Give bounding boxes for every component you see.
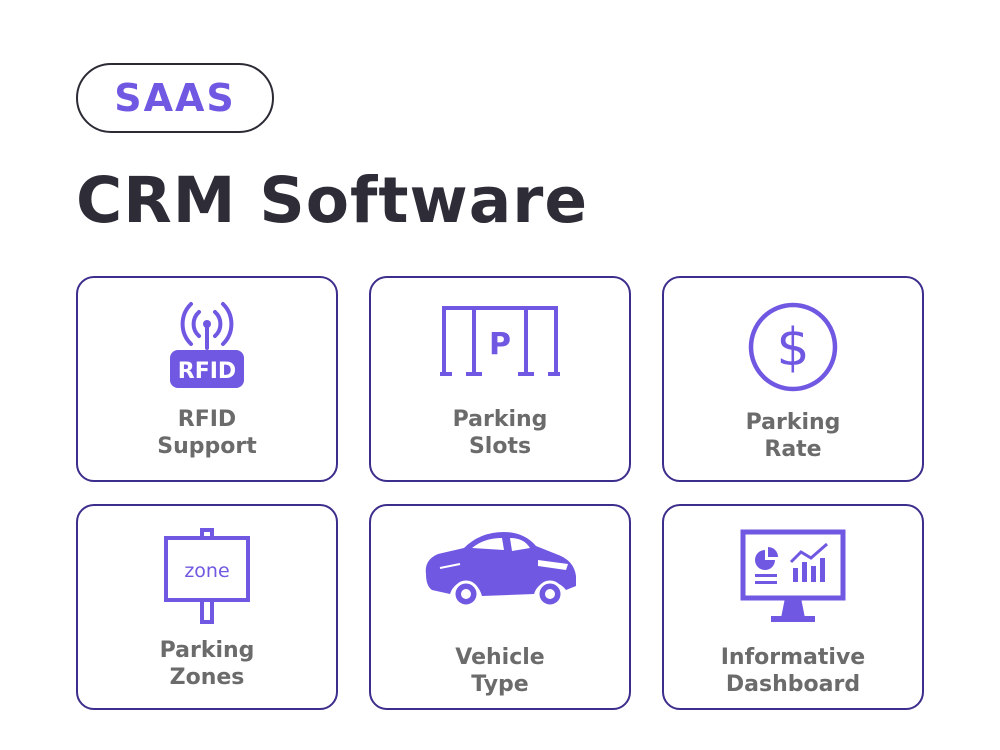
card-label-line2: Support [157, 434, 257, 459]
card-label-line1: Parking [159, 638, 255, 663]
card-label: Parking Zones [78, 637, 336, 691]
feature-card-vehicle-type: Vehicle Type [369, 504, 631, 710]
feature-card-rfid: RFID RFID Support [76, 276, 338, 482]
card-label: RFID Support [78, 406, 336, 460]
car-icon [371, 524, 629, 608]
card-label-line2: Slots [468, 434, 532, 459]
card-label: Parking Rate [664, 409, 922, 463]
dollar-icon: $ [664, 300, 922, 394]
dollar-sign: $ [776, 318, 809, 378]
card-label-line1: Parking [452, 407, 548, 432]
zone-text: zone [184, 560, 229, 582]
card-label: Parking Slots [371, 406, 629, 460]
feature-card-informative-dashboard: Informative Dashboard [662, 504, 924, 710]
feature-card-parking-zones: zone Parking Zones [76, 504, 338, 710]
feature-card-parking-slots: P Parking Slots [369, 276, 631, 482]
feature-card-parking-rate: $ Parking Rate [662, 276, 924, 482]
card-label-line2: Zones [169, 665, 245, 690]
card-label: Vehicle Type [371, 644, 629, 698]
rfid-icon: RFID [78, 300, 336, 392]
card-label-line1: Informative [720, 645, 866, 670]
card-label-line2: Type [471, 672, 529, 697]
rfid-icon-text: RFID [178, 359, 236, 384]
card-label-line1: RFID [177, 407, 237, 432]
card-label-line2: Dashboard [725, 672, 861, 697]
parking-slots-icon: P [371, 304, 629, 378]
dashboard-monitor-icon [664, 528, 922, 628]
card-label-line1: Vehicle [455, 645, 545, 670]
card-label-line2: Rate [764, 437, 822, 462]
parking-p-letter: P [489, 327, 511, 362]
card-label-line1: Parking [745, 410, 841, 435]
card-label: Informative Dashboard [664, 644, 922, 698]
badge-label: SAAS [114, 76, 236, 120]
zone-sign-icon: zone [78, 528, 336, 626]
page-title: CRM Software [76, 164, 589, 237]
saas-badge: SAAS [76, 63, 274, 133]
